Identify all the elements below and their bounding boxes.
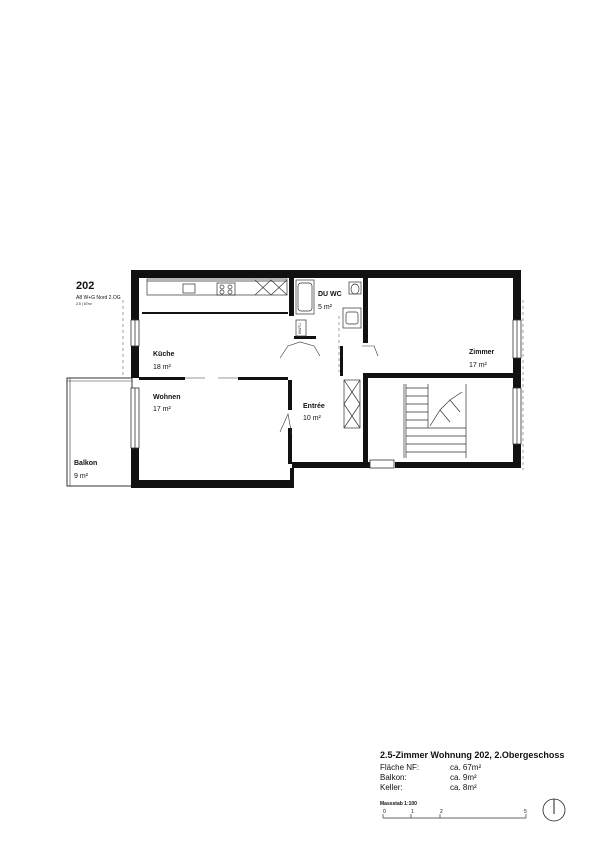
unit-subinfo: 2.5 | 67m² (76, 302, 93, 306)
room-balkon-name: Balkon (74, 460, 97, 467)
legend-row: Keller: ca. 8m² (380, 783, 580, 793)
guide-lines (122, 300, 524, 470)
room-zimmer-area: 17 m² (469, 362, 488, 369)
legend-key: Balkon: (380, 773, 407, 782)
legend-row: Balkon: ca. 9m² (380, 773, 580, 783)
scale-title: Massstab 1:100 (380, 801, 417, 807)
legend: 2.5-Zimmer Wohnung 202, 2.Obergeschoss F… (380, 750, 580, 809)
unit-number: 202 (76, 280, 94, 292)
bathroom-fixtures (295, 279, 362, 337)
room-entree-area: 10 m² (303, 415, 322, 422)
walls (131, 270, 521, 488)
legend-value: ca. 9m² (450, 773, 477, 782)
unit-address: A8 W+G Nord 2.OG (76, 295, 121, 301)
legend-title: 2.5-Zimmer Wohnung 202, 2.Obergeschoss (380, 750, 565, 760)
balcony (66, 377, 133, 487)
room-zimmer-name: Zimmer (469, 349, 495, 356)
legend-value: ca. 8m² (450, 783, 477, 792)
windows (130, 319, 522, 469)
scale-bar: 0 1 2 5 (382, 809, 527, 819)
legend-value: ca. 67m² (450, 763, 482, 772)
legend-key: Fläche NF: (380, 763, 420, 772)
room-entree-name: Entrée (303, 403, 325, 410)
north-arrow-icon (542, 798, 566, 822)
scale-tick-1: 1 (411, 809, 414, 815)
scale-tick-2: 2 (440, 809, 443, 815)
room-kueche-area: 18 m² (153, 364, 172, 371)
scale-tick-0: 0 (383, 809, 386, 815)
room-kueche-name: Küche (153, 351, 175, 358)
legend-key: Keller: (380, 783, 403, 792)
entree-closet (343, 379, 361, 429)
washer-label: WM/TU (298, 323, 302, 334)
room-wohnen-area: 17 m² (153, 406, 172, 413)
scale-tick-5: 5 (524, 809, 527, 815)
room-duwc-name: DU WC (318, 291, 342, 298)
room-duwc-area: 5 m² (318, 304, 333, 311)
legend-row: Fläche NF: ca. 67m² (380, 763, 580, 773)
kitchen-counter (146, 278, 288, 296)
staircase (403, 384, 467, 458)
room-wohnen-name: Wohnen (153, 394, 180, 401)
doors (185, 341, 379, 437)
room-balkon-area: 9 m² (74, 473, 89, 480)
